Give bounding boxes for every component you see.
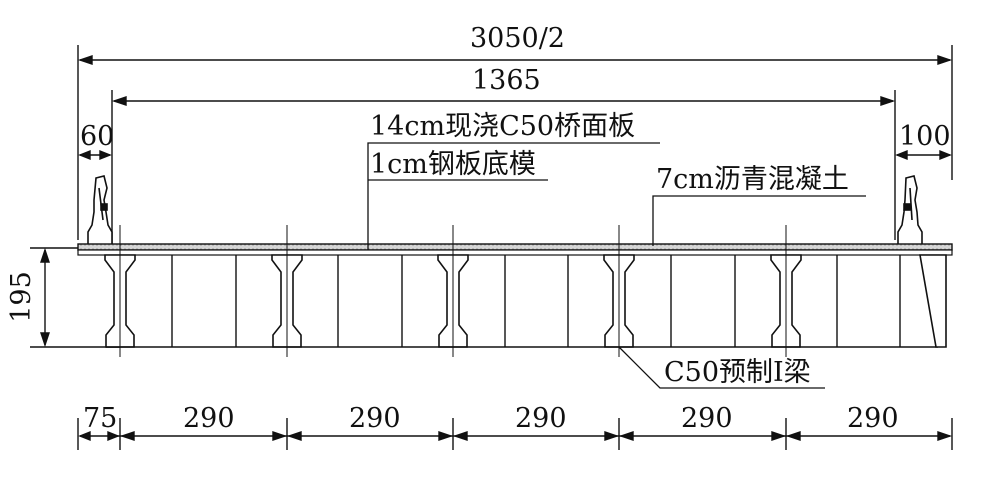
label-asphalt: 7cm沥青混凝土: [656, 164, 849, 195]
label-steel-formwork: 1cm钢板底模: [370, 149, 536, 180]
label-bottom-2: 290: [349, 403, 401, 434]
edge-girder-right: [919, 254, 947, 348]
label-bottom-4: 290: [681, 403, 733, 434]
deck-layers: [77, 243, 953, 256]
callout-leaders: [367, 142, 866, 389]
dim-right-overhang: [895, 149, 952, 161]
left-barrier: [87, 175, 113, 246]
label-bottom-5: 290: [847, 403, 899, 434]
label-right-overhang: 100: [899, 121, 951, 152]
label-bottom-3: 290: [515, 403, 567, 434]
label-deck-span: 1365: [472, 65, 541, 96]
dim-bottom: [77, 418, 953, 450]
label-deck-slab: 14cm现浇C50桥面板: [370, 111, 636, 142]
label-overall-width: 3050/2: [470, 23, 565, 54]
right-barrier: [897, 175, 923, 246]
label-bottom-0: 75: [83, 403, 118, 434]
dim-left-overhang: [78, 149, 112, 161]
label-bottom-1: 290: [183, 403, 235, 434]
dim-deck-span: [111, 90, 896, 245]
label-left-overhang: 60: [80, 121, 115, 152]
label-girder: C50预制I梁: [664, 357, 811, 388]
dim-overall: [77, 45, 953, 240]
girders: [104, 225, 947, 357]
label-height: 195: [6, 271, 37, 323]
dim-height: [30, 247, 120, 348]
